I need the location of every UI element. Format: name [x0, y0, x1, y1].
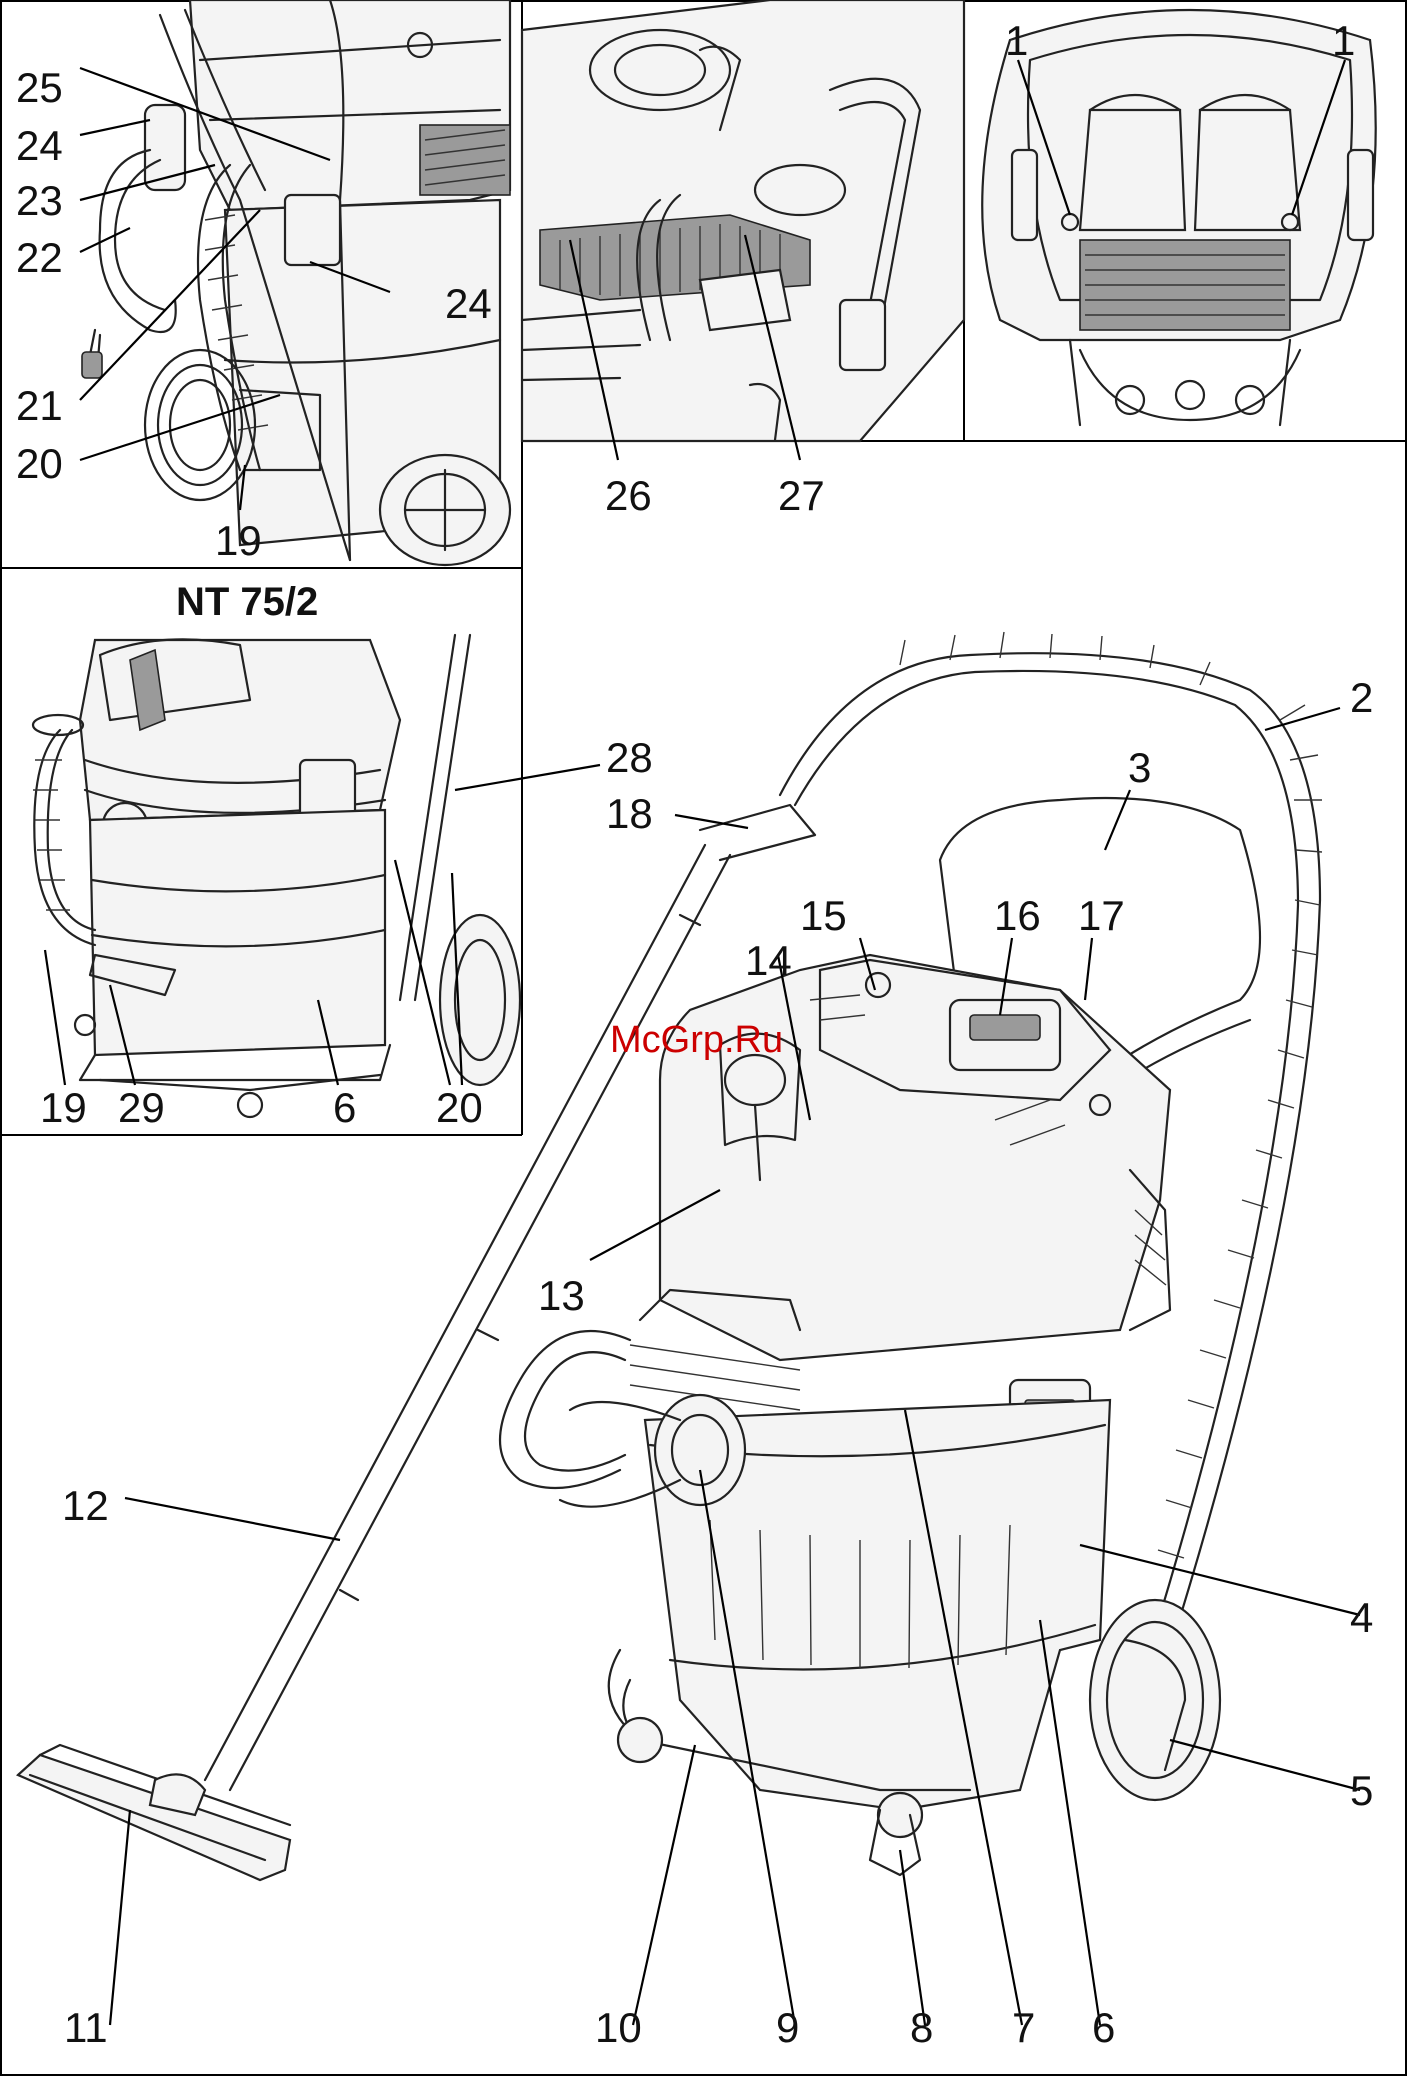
callout-26: 26	[605, 472, 652, 519]
callout-8: 8	[910, 2004, 933, 2051]
callout-3: 3	[1128, 744, 1151, 791]
callout-1-left: 1	[1005, 17, 1028, 64]
callout-12: 12	[62, 1482, 109, 1529]
callout-6: 6	[1092, 2004, 1115, 2051]
callout-21: 21	[16, 382, 63, 429]
callout-24: 24	[16, 122, 63, 169]
callout-11: 11	[64, 2004, 108, 2051]
callout-2: 2	[1350, 674, 1373, 721]
callout-15: 15	[800, 892, 847, 939]
callout-6-inset: 6	[333, 1084, 356, 1131]
callout-19-inset: 19	[40, 1084, 87, 1131]
callout-18: 18	[606, 790, 653, 837]
panel-nt75-variant	[33, 635, 520, 1117]
callout-23: 23	[16, 177, 63, 224]
callout-5: 5	[1350, 1767, 1373, 1814]
callout-17: 17	[1078, 892, 1125, 939]
watermark: McGrp.Ru	[610, 1019, 783, 1061]
callout-10: 10	[595, 2004, 642, 2051]
callout-20: 20	[16, 440, 63, 487]
callout-22: 22	[16, 234, 63, 281]
panel-filter-detail	[522, 0, 964, 441]
callout-27: 27	[778, 472, 825, 519]
callout-9: 9	[776, 2004, 799, 2051]
callout-24-right: 24	[445, 280, 492, 327]
callout-19: 19	[215, 517, 262, 564]
callout-1-right: 1	[1332, 17, 1355, 64]
callout-28: 28	[606, 734, 653, 781]
inset-title: NT 75/2	[176, 580, 318, 624]
panel-underside-detail	[982, 10, 1375, 425]
callout-25: 25	[16, 64, 63, 111]
callout-16: 16	[994, 892, 1041, 939]
callout-29: 29	[118, 1084, 165, 1131]
callout-14: 14	[745, 937, 792, 984]
callout-4: 4	[1350, 1594, 1373, 1641]
callout-20-inset: 20	[436, 1084, 483, 1131]
callout-13: 13	[538, 1272, 585, 1319]
callout-7: 7	[1012, 2004, 1035, 2051]
